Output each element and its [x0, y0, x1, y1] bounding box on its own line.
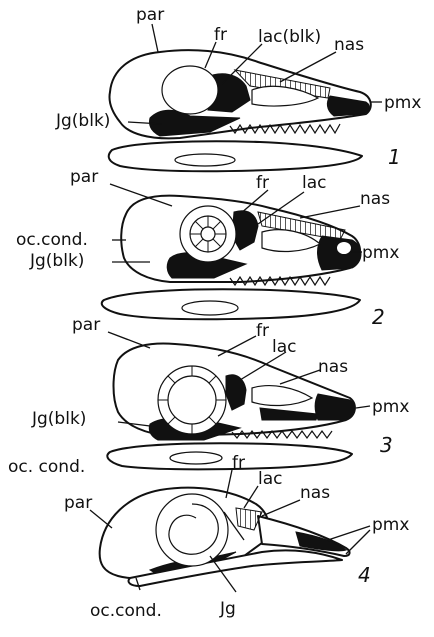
skull-1-number: 1	[388, 145, 401, 169]
skull-2-label-pmx: pmx	[362, 243, 399, 263]
skull-2-number: 2	[372, 305, 385, 329]
skull-1-label-nas: nas	[334, 35, 364, 55]
skull-3-sclerotic-ring	[168, 376, 216, 424]
skull-2: par fr lac nas pmx oc.cond. Jg(blk) 2	[16, 167, 399, 329]
skull-4: par fr lac nas pmx oc.cond. Jg 4	[64, 453, 409, 621]
skull-3-label-jg: Jg(blk)	[31, 409, 86, 429]
skull-2-label-lac: lac	[302, 173, 327, 193]
skull-3-label-lac: lac	[272, 337, 297, 357]
skull-4-label-nas: nas	[300, 483, 330, 503]
skull-3-label-pmx: pmx	[372, 397, 409, 417]
skull-1: par fr lac(blk) nas pmx Jg(blk) 1	[55, 5, 421, 171]
skull-1-orbit	[162, 66, 218, 114]
skull-2-label-par: par	[70, 167, 98, 187]
skull-1-jaw-fenestra	[175, 154, 235, 166]
skull-4-number: 4	[358, 563, 371, 587]
skull-2-label-occ: oc.cond.	[16, 230, 88, 250]
skull-1-label-fr: fr	[214, 25, 227, 45]
skull-3-label-par: par	[72, 315, 100, 335]
skull-2-label-jg: Jg(blk)	[29, 251, 84, 271]
skull-3-jaw	[107, 443, 352, 469]
skull-1-label-lac: lac(blk)	[258, 27, 321, 47]
skull-2-pupil	[201, 227, 215, 241]
skull-4-label-occ: oc.cond.	[90, 601, 162, 621]
skull-2-nostril	[336, 241, 352, 255]
skull-3-label-fr: fr	[256, 321, 269, 341]
skull-1-label-pmx: pmx	[384, 93, 421, 113]
skull-4-label-pmx: pmx	[372, 515, 409, 535]
skull-4-label-lac: lac	[258, 469, 283, 489]
skull-3-jaw-fenestra	[170, 452, 222, 464]
skull-4-label-fr: fr	[232, 453, 245, 473]
skull-1-label-par: par	[136, 5, 164, 25]
skull-4-label-par: par	[64, 493, 92, 513]
skull-2-label-fr: fr	[256, 173, 269, 193]
skull-2-jaw-fenestra	[182, 301, 238, 315]
skull-3-number: 3	[380, 433, 393, 457]
skull-3-label-occ: oc. cond.	[8, 457, 85, 477]
skull-1-jaw	[109, 141, 362, 171]
skull-1-label-jg: Jg(blk)	[55, 111, 110, 131]
skull-3-label-nas: nas	[318, 357, 348, 377]
skull-4-label-jg: Jg	[219, 599, 236, 619]
skull-2-label-nas: nas	[360, 189, 390, 209]
skull-3: par fr lac nas pmx Jg(blk) oc. cond. 3	[8, 315, 409, 477]
